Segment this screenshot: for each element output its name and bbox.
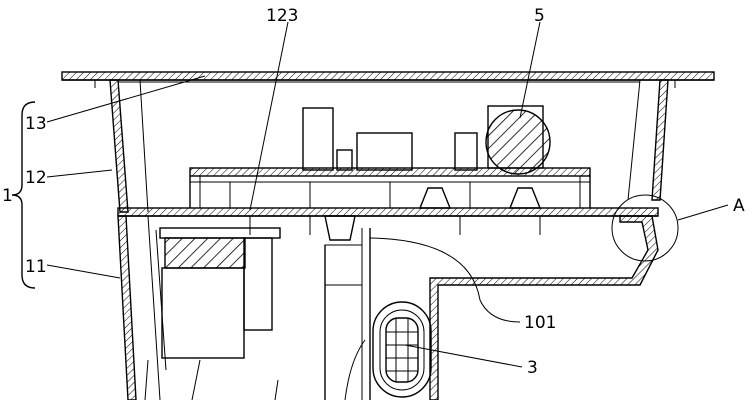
label-A: A [733, 196, 745, 216]
leader-lines [46, 21, 729, 368]
label-13: 13 [25, 114, 47, 134]
upper-shell-right-wall [627, 79, 669, 201]
partition-plate [117, 207, 659, 217]
partition-clips [249, 215, 541, 241]
label-1: 1 [2, 186, 13, 206]
label-11: 11 [25, 257, 47, 277]
lower-duct [324, 215, 659, 400]
component-5 [485, 105, 551, 175]
component-3 [372, 301, 432, 398]
board-components [302, 107, 478, 171]
lower-shell-left-wall [117, 215, 167, 400]
label-12: 12 [25, 168, 47, 188]
lower-curves [344, 339, 366, 400]
top-flange [61, 71, 715, 88]
support-ribs [229, 182, 542, 209]
group-brace [11, 101, 36, 289]
label-123: 123 [266, 6, 298, 26]
fan-assembly [159, 227, 281, 359]
label-3: 3 [527, 358, 538, 378]
detail-circle-A [611, 194, 679, 262]
label-5: 5 [534, 6, 545, 26]
label-101: 101 [524, 313, 556, 333]
upper-shell-left-wall [109, 79, 149, 213]
